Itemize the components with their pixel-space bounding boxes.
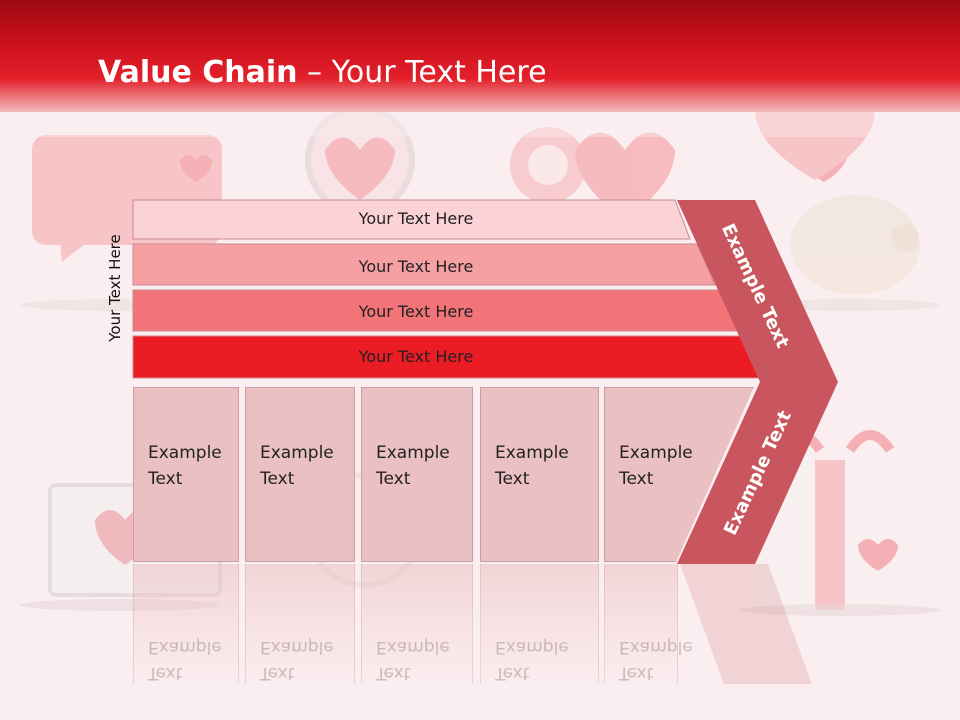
box-line2: Text (495, 469, 530, 489)
refl-line1: Example (376, 637, 450, 657)
box-line1: Example (619, 443, 693, 463)
title-bold: Value Chain (98, 55, 298, 90)
box-reflection-2: Text Example (245, 564, 355, 684)
refl-line1: Example (260, 637, 334, 657)
chevron-reflection (680, 564, 812, 684)
refl-line2: Text (495, 663, 530, 683)
refl-line1: Example (495, 637, 569, 657)
box-reflection-5: Text Example (604, 564, 693, 684)
refl-line1: Example (148, 637, 222, 657)
chevron-arrow (677, 200, 838, 564)
box-line1: Example (495, 443, 569, 463)
bar-label-3: Your Text Here (358, 302, 474, 321)
box-reflection-3: Text Example (361, 564, 473, 684)
box-line2: Text (619, 469, 654, 489)
slide-title: Value Chain – Your Text Here (98, 55, 547, 90)
refl-line1: Example (619, 637, 693, 657)
piggy-bank-icon (755, 90, 920, 295)
box-line2: Text (376, 469, 411, 489)
title-rest: – Your Text Here (297, 55, 547, 90)
refl-line2: Text (260, 663, 295, 683)
box-line2: Text (260, 469, 295, 489)
box-reflection-4: Text Example (480, 564, 599, 684)
refl-line2: Text (619, 663, 654, 683)
box-reflection-1: Text Example (133, 564, 239, 684)
bar-label-2: Your Text Here (358, 257, 474, 276)
box-line1: Example (376, 443, 450, 463)
title-band (0, 0, 960, 112)
hearts-icon (510, 127, 675, 220)
refl-line2: Text (148, 663, 183, 683)
bar-2 (132, 243, 716, 286)
box-line2: Text (148, 469, 183, 489)
magnifier-heart-icon (305, 105, 415, 215)
box-line1: Example (260, 443, 334, 463)
refl-line2: Text (376, 663, 411, 683)
bar-1 (132, 199, 691, 240)
box-line1: Example (148, 443, 222, 463)
bar-label-1: Your Text Here (358, 209, 474, 228)
bar-label-4: Your Text Here (358, 347, 474, 366)
